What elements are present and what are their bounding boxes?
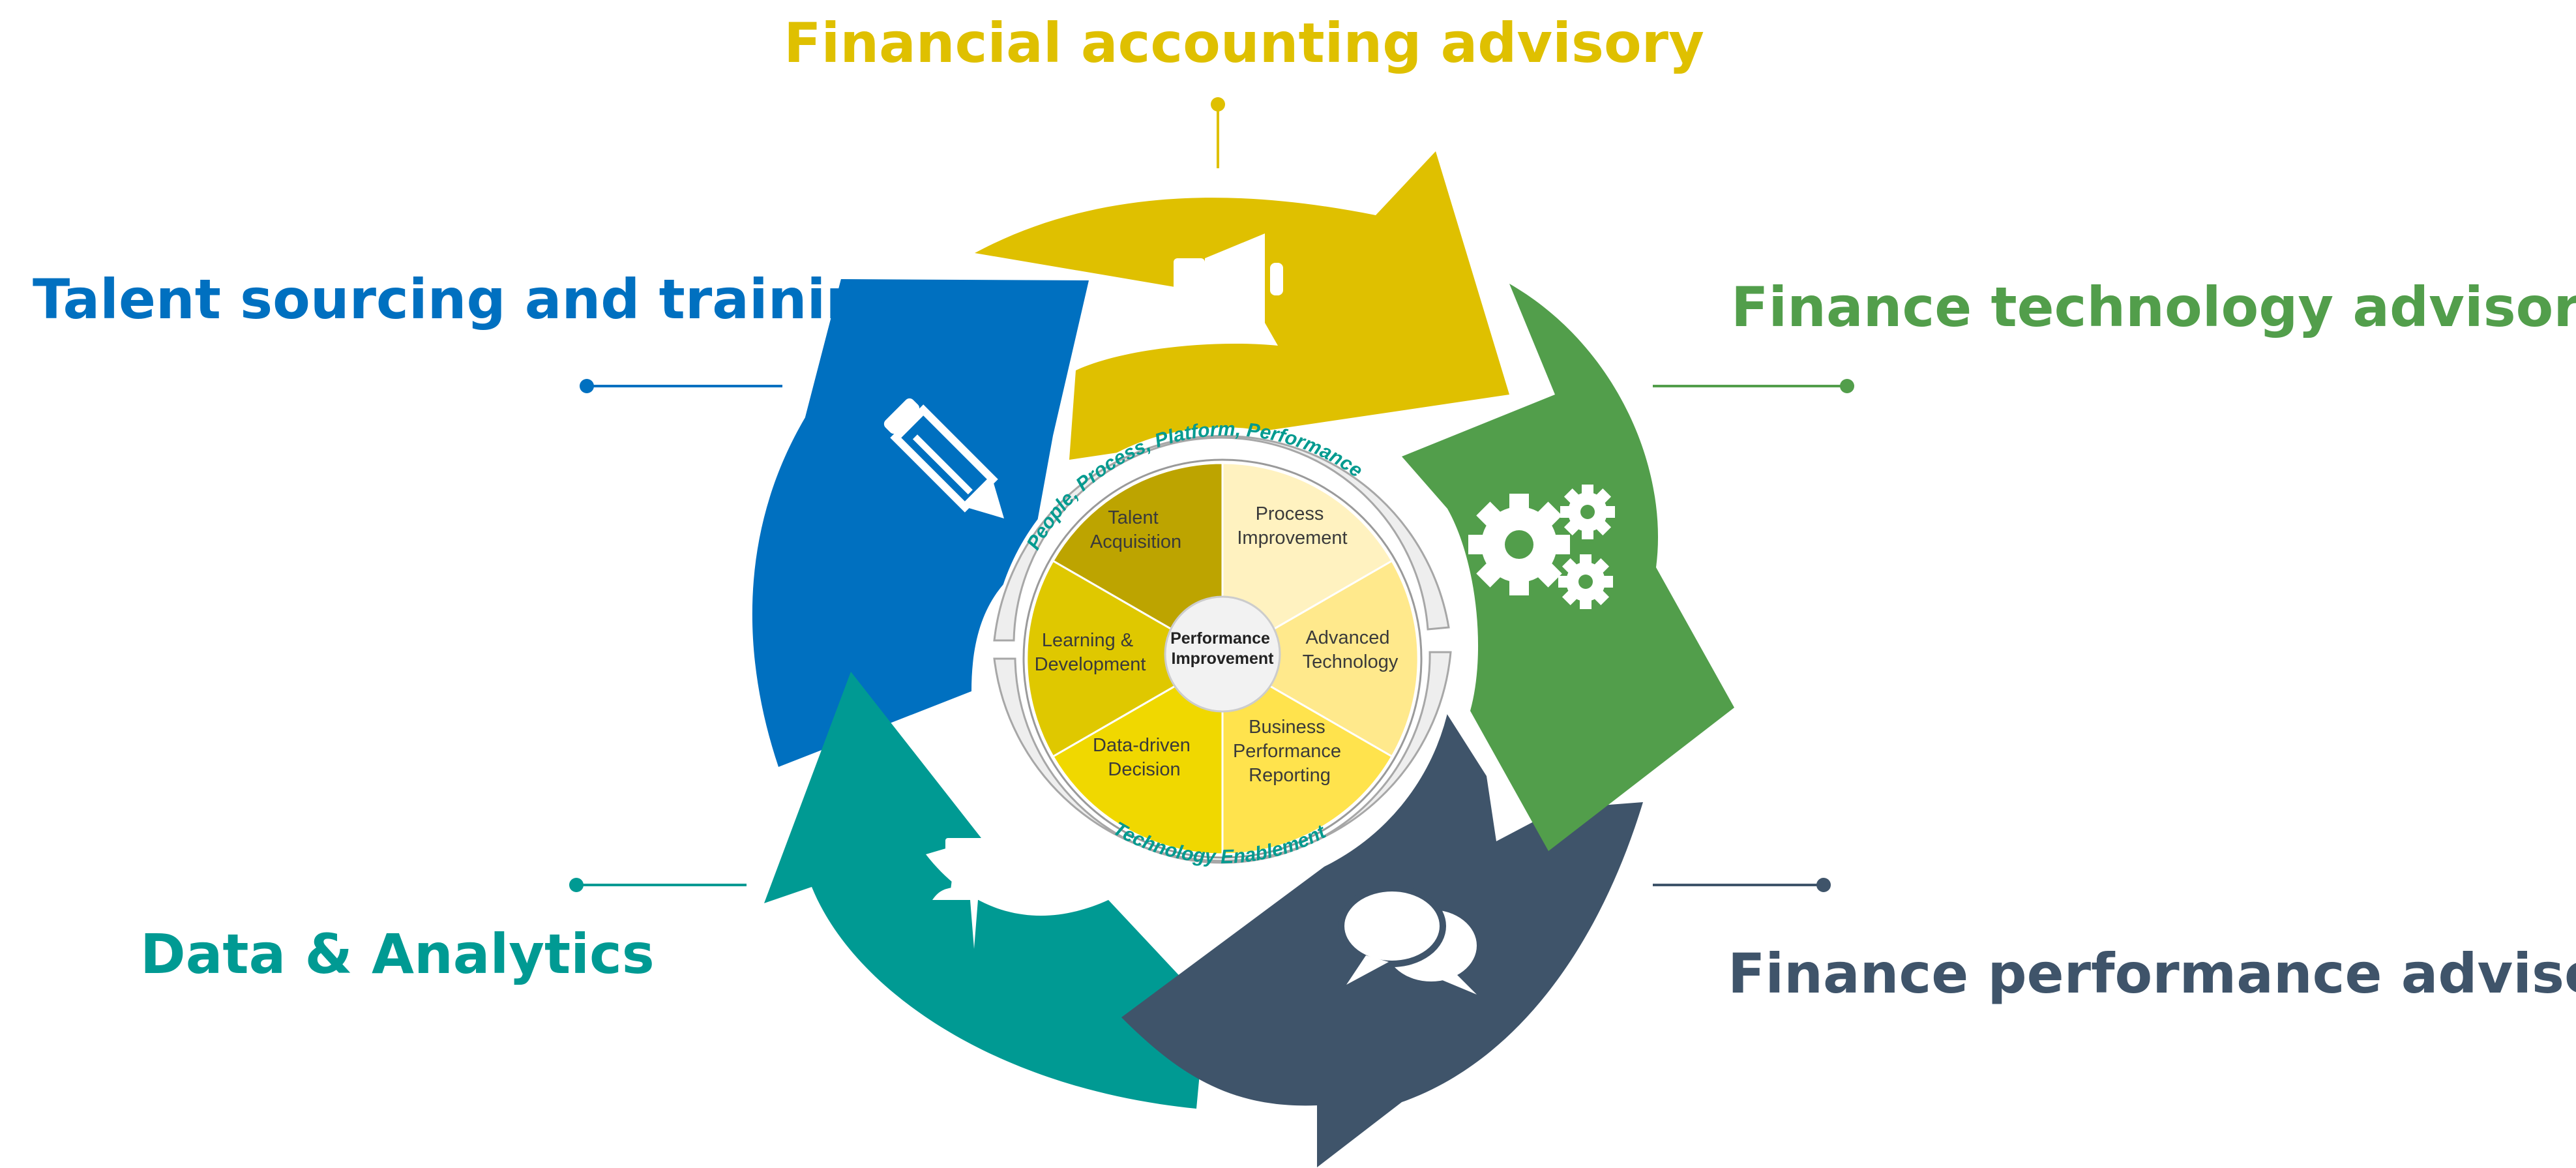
label-process-improvement: Process Improvement <box>1237 503 1347 548</box>
ring-band-bottom <box>993 651 1452 864</box>
label-data-driven-decision: Data-driven Decision <box>1093 735 1196 780</box>
connector-right-bottom <box>1653 878 1831 892</box>
arrow-talent-sourcing <box>752 279 1089 767</box>
label-business-reporting: Business Performance Reporting <box>1233 717 1346 786</box>
segment-process-improvement <box>1221 462 1394 661</box>
label-data-analytics: Data & Analytics <box>140 922 655 986</box>
label-talent-acquisition: Talent Acquisition <box>1090 507 1181 552</box>
gears-icon <box>1468 485 1615 609</box>
segment-business-reporting <box>1221 657 1394 856</box>
label-finance-performance-advisory: Finance performance advisory <box>1728 942 2576 1006</box>
arrow-data-analytics <box>764 672 1206 1109</box>
label-finance-technology-advisory: Finance technology advisory <box>1731 275 2576 339</box>
connector-right-top <box>1653 379 1854 393</box>
segment-learning-development <box>1026 559 1225 758</box>
center-disc <box>991 427 1454 890</box>
hub-label: Performance Improvement <box>1170 629 1275 668</box>
chat-icon <box>1338 885 1477 995</box>
label-learning-development: Learning & Development <box>1035 630 1146 675</box>
connector-left-bottom <box>569 878 747 892</box>
segment-data-driven-decision <box>1051 657 1224 856</box>
connector-top <box>1211 97 1225 168</box>
hub-circle <box>1164 595 1281 713</box>
megaphone-icon <box>1174 233 1283 338</box>
label-financial-accounting-advisory: Financial accounting advisory <box>784 11 1704 75</box>
arrow-financial-accounting <box>975 151 1509 460</box>
ring-band-top <box>993 434 1450 642</box>
label-advanced-technology: Advanced Technology <box>1303 627 1399 672</box>
pencil-icon <box>883 398 1004 518</box>
segment-advanced-technology <box>1220 559 1419 758</box>
segment-labels: Talent Acquisition Process Improvement A… <box>1035 503 1399 786</box>
label-talent-sourcing-training: Talent sourcing and training <box>33 267 904 331</box>
connector-left-top <box>580 379 782 393</box>
segment-talent-acquisition <box>1051 462 1224 661</box>
pushpin-icon <box>932 838 1016 949</box>
